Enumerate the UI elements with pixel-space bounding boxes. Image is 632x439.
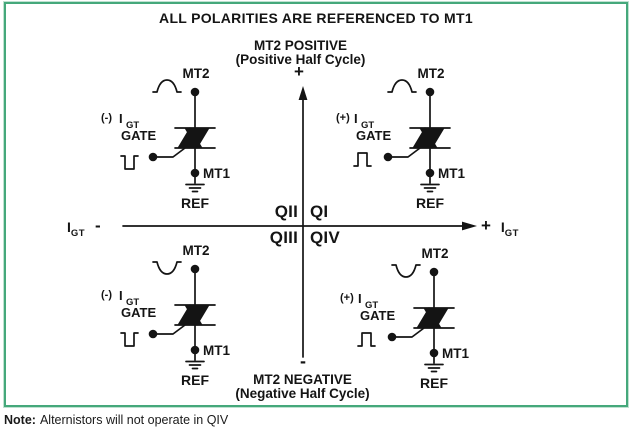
diagram-frame [4, 2, 628, 407]
igt-subscript: GT [70, 228, 86, 239]
gate-polarity-label: (+) [336, 112, 350, 124]
gate-current-symbol: I [119, 288, 123, 303]
ground-icon [185, 176, 205, 193]
mt2-terminal-label: MT2 [418, 66, 445, 81]
diagram-title: ALL POLARITIES ARE REFERENCED TO MT1 [159, 10, 473, 26]
gate-label: GATE [356, 128, 391, 143]
triac-symbol [419, 127, 445, 149]
quadrant-label-q4: QIV [310, 228, 340, 247]
gate-terminal-dot [383, 152, 393, 162]
igt-positive-axis-label: + IGT [481, 216, 519, 239]
negative-half-cycle-icon [152, 261, 182, 275]
mt1-terminal-dot [190, 345, 200, 355]
gate-lead [156, 147, 186, 158]
minus-sign-left: - [94, 216, 101, 235]
gate-label: GATE [360, 308, 395, 323]
quadrant-label-q2: QII [274, 202, 298, 221]
mt2-terminal-label: MT2 [183, 243, 210, 258]
positive-pulse-icon [357, 332, 376, 347]
circuit-q3: MT2 MT1 REF (-) I GT GATE [101, 243, 230, 388]
negative-pulse-icon [120, 332, 139, 347]
positive-half-cycle-icon [387, 79, 417, 93]
mt1-terminal-label: MT1 [203, 343, 230, 358]
gate-lead [156, 324, 186, 335]
gate-polarity-label: (+) [340, 292, 354, 304]
circuit-q2: MT2 MT1 REF (-) I GT GATE [101, 66, 230, 211]
gate-label: GATE [121, 305, 156, 320]
mt1-terminal-label: MT1 [438, 166, 465, 181]
ref-label: REF [420, 375, 448, 391]
gate-lead [391, 147, 421, 158]
ref-label: REF [416, 195, 444, 211]
note-text: Alternistors will not operate in QIV [39, 413, 229, 427]
triac-symbol [184, 304, 210, 326]
plus-sign-top: + [294, 62, 304, 81]
mt1-terminal-dot [429, 348, 439, 358]
igt-negative-axis-label: IGT - [67, 216, 101, 239]
negative-pulse-icon [120, 155, 139, 170]
positive-pulse-icon [353, 152, 372, 167]
mt2-positive-label: MT2 POSITIVE [253, 38, 348, 53]
gate-terminal-dot [148, 152, 158, 162]
igt-subscript: GT [504, 228, 519, 239]
mt2-terminal-label: MT2 [183, 66, 210, 81]
ground-icon [420, 176, 440, 193]
quadrant-label-q1: QI [310, 202, 329, 221]
gate-current-symbol: I [358, 291, 362, 306]
ref-label: REF [181, 195, 209, 211]
note-label: Note: [4, 413, 36, 427]
positive-half-cycle-label: (Positive Half Cycle) [235, 52, 366, 67]
gate-terminal-dot [148, 329, 158, 339]
circuit-q1: MT2 MT1 REF (+) I GT GATE [336, 66, 465, 211]
gate-label: GATE [121, 128, 156, 143]
right-arrow-icon [462, 221, 477, 231]
gate-current-symbol: I [119, 111, 123, 126]
gate-current-subscript: GT [361, 120, 374, 131]
minus-sign-bottom: - [300, 351, 306, 371]
gate-polarity-label: (-) [101, 289, 112, 301]
igt-symbol: I [500, 219, 505, 235]
plus-sign-right: + [481, 216, 491, 235]
up-arrow-icon [298, 86, 308, 100]
mt1-terminal-dot [425, 168, 435, 178]
igt-symbol: I [67, 219, 71, 235]
mt2-negative-label: MT2 NEGATIVE [253, 372, 352, 387]
quadrant-label-q3: QIII [269, 228, 298, 247]
gate-current-symbol: I [354, 111, 358, 126]
triac-symbol [423, 307, 449, 329]
footnote: Note:Alternistors will not operate in QI… [4, 413, 228, 427]
negative-half-cycle-label: (Negative Half Cycle) [235, 386, 370, 401]
gate-terminal-dot [387, 332, 397, 342]
mt1-terminal-label: MT1 [203, 166, 230, 181]
positive-half-cycle-icon [152, 79, 182, 93]
triac-symbol [184, 127, 210, 149]
ground-icon [185, 353, 205, 370]
gate-current-subscript: GT [126, 297, 139, 308]
circuit-q4: MT2 MT1 REF (+) I GT GATE [340, 246, 469, 391]
ref-label: REF [181, 372, 209, 388]
ground-icon [424, 356, 444, 373]
negative-half-cycle-icon [391, 264, 421, 278]
gate-current-subscript: GT [365, 300, 378, 311]
gate-current-subscript: GT [126, 120, 139, 131]
gate-lead [395, 327, 425, 338]
mt2-terminal-label: MT2 [422, 246, 449, 261]
mt1-terminal-dot [190, 168, 200, 178]
gate-polarity-label: (-) [101, 112, 112, 124]
mt1-terminal-label: MT1 [442, 346, 469, 361]
